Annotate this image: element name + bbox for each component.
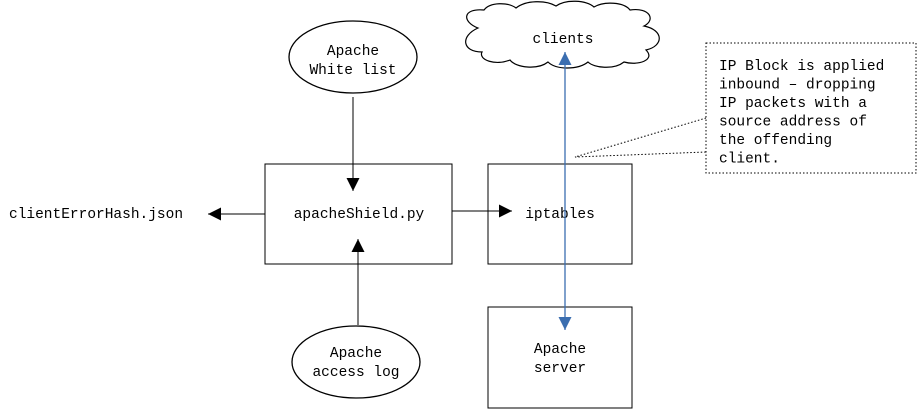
whitelist-label-line1: Apache bbox=[327, 44, 379, 60]
note-line-6: client. bbox=[719, 152, 780, 168]
access-log-label-line2: access log bbox=[312, 365, 399, 381]
note-line-5: the offending bbox=[719, 133, 832, 149]
clients-cloud: clients bbox=[465, 0, 660, 69]
note-box bbox=[705, 42, 917, 174]
whitelist-ellipse bbox=[288, 20, 418, 94]
iptables-node: iptables bbox=[487, 163, 633, 265]
whitelist-node: Apache White list bbox=[288, 20, 418, 94]
iptables-label: iptables bbox=[525, 207, 595, 223]
apache-server-node: Apache server bbox=[487, 306, 633, 409]
apache-server-label-line1: Apache bbox=[534, 342, 586, 358]
whitelist-label-line2: White list bbox=[309, 63, 396, 79]
error-hash-label: clientErrorHash.json bbox=[9, 207, 183, 223]
ip-block-note: IP Block is applied inbound – dropping I… bbox=[574, 42, 917, 174]
access-log-label-line1: Apache bbox=[330, 346, 382, 362]
access-log-node: Apache access log bbox=[291, 325, 421, 399]
access-log-ellipse bbox=[291, 325, 421, 399]
cloud-shape bbox=[465, 0, 660, 69]
clients-label: clients bbox=[533, 32, 594, 48]
note-line-3: IP packets with a bbox=[719, 96, 867, 112]
note-line-4: source address of bbox=[719, 115, 867, 131]
note-text: IP Block is applied inbound – dropping I… bbox=[719, 59, 893, 168]
apache-server-label-line2: server bbox=[534, 361, 586, 377]
note-callout-line bbox=[574, 117, 707, 158]
apache-shield-label: apacheShield.py bbox=[294, 207, 425, 223]
note-line-2: inbound – dropping bbox=[719, 78, 876, 94]
note-line-1: IP Block is applied bbox=[719, 59, 884, 75]
